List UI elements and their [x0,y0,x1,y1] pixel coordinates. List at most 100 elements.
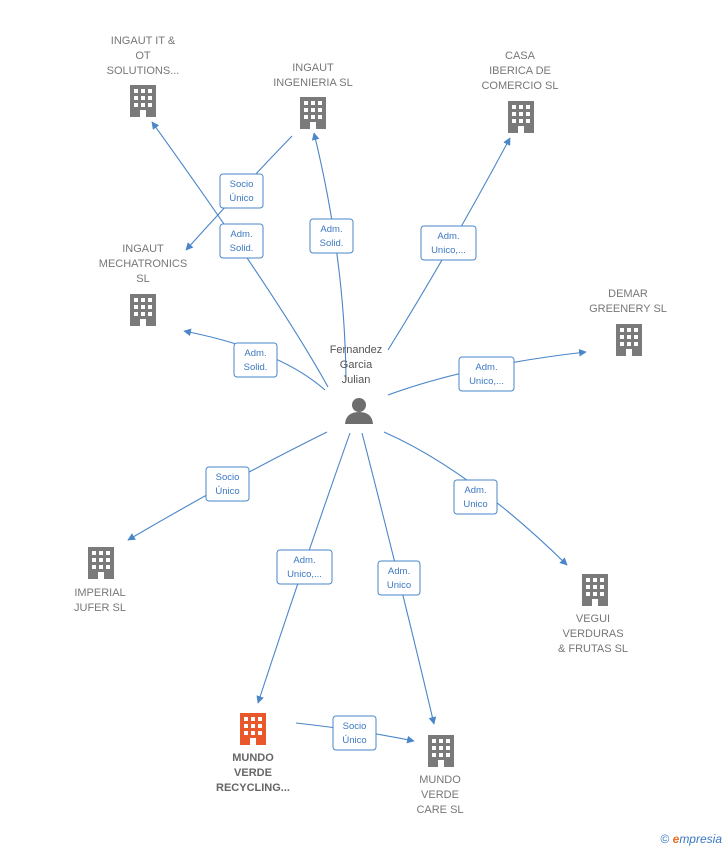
edge-arrow [311,132,347,381]
edge-role-box [453,479,498,515]
nodes-layer: INGAUT IT & OT SOLUTIONS... INGAUTINGENIERI… [74,35,667,816]
company-name-line: CARE SL [416,804,463,816]
edge-role-text: Socio [230,179,254,190]
company-name-line: VERDURAS [562,628,623,640]
company-name-line: VERDE [421,789,459,801]
company-node-recycling[interactable]: MUNDO VERDE RECYCLING... [216,713,290,794]
company-node-demar[interactable]: DEMAR GREENERY SL [589,288,667,356]
company-name-line: VEGUI [576,613,610,625]
edge-vegui: Adm. Unico [383,431,568,566]
company-name-line: IBERICA DE [489,65,551,77]
edge-role-box [219,223,264,259]
edge-role-text: Adm. [244,348,266,359]
building-icon [130,294,156,326]
edge-role-text: Único [215,486,239,497]
person-name-line: Julian [342,374,371,386]
building-icon [508,101,534,133]
edge-role-text: Solid. [230,243,254,254]
edge-role-label[interactable]: Adm. Solid. [233,342,278,378]
building-icon [130,85,156,117]
edge-role-box [219,173,264,209]
person-name-line: Fernandez [330,344,383,356]
person-icon [345,398,373,424]
edge-role-label[interactable]: Adm. Solid. [219,223,264,259]
building-icon [300,97,326,129]
edge-it: Adm. Solid. [151,121,329,388]
edge-role-text: Adm. [475,362,497,373]
edge-role-box [377,560,421,596]
person-name-line: Garcia [340,359,373,371]
building-icon [240,713,266,745]
edge-role-box [420,225,477,261]
company-name-line: INGAUT [122,243,164,255]
edge-casa: Adm. Unico,... [387,137,511,351]
edge-role-text: Adm. [293,555,315,566]
edge-care: Adm. Unico [361,432,437,725]
company-name-line: COMERCIO SL [481,80,558,92]
edge-role-text: Socio [343,721,367,732]
company-name-line: MECHATRONICS [99,258,187,270]
edge-role-text: Único [229,193,253,204]
company-name-line: SL [136,273,149,285]
company-name-line: RECYCLING... [216,782,290,794]
company-node-casa[interactable]: CASA IBERICA DE COMERCIO SL [481,50,559,133]
edge-role-text: Unico,... [431,245,466,256]
company-node-mechatronics[interactable]: INGAUT MECHATRONICS SL [99,243,187,326]
edge-role-text: Solid. [320,238,344,249]
company-name-line: & FRUTAS SL [558,643,628,655]
edge-role-label[interactable]: Adm. Unico [377,560,421,596]
edge-role-box [458,356,515,392]
edge-role-label[interactable]: Adm.Unico,... [276,549,333,585]
company-name-line: SOLUTIONS... [107,65,180,77]
company-name-line: GREENERY SL [589,303,667,315]
edge-demar: Adm.Unico,... [387,348,587,396]
edge-role-text: Unico [463,499,487,510]
building-icon [428,735,454,767]
edge-role-text: Unico [387,580,411,591]
edge-role-text: Adm. [437,231,459,242]
brand-logo-initial: e [672,832,680,846]
edge-role-text: Solid. [244,362,268,373]
brand-name: mpresia [679,832,722,846]
edge-role-label[interactable]: Adm.Solid. [309,218,354,254]
edge-role-label[interactable]: Adm.Unico,... [458,356,515,392]
company-name-line: CASA [505,50,536,62]
edge-role-label[interactable]: Adm. Unico [453,479,498,515]
edge-role-text: Único [342,735,366,746]
edge-role-text: Adm. [388,566,410,577]
edge-ing: Adm.Solid. [309,132,354,381]
edge-role-box [233,342,278,378]
edge-arrow [151,121,329,388]
company-name-line: MUNDO [232,752,274,764]
building-icon [88,547,114,579]
edges-layer: Adm.Solid.Adm.Solid.SocioÚnicoAdm.Unico,… [127,121,587,751]
building-icon [616,324,642,356]
company-name-line: MUNDO [419,774,461,786]
company-name-line: DEMAR [608,288,648,300]
edge-role-label[interactable]: Adm. Unico,... [420,225,477,261]
copyright-symbol: © [660,832,670,846]
company-node-ingaut-it[interactable]: INGAUT IT & OT SOLUTIONS... [107,35,180,117]
edge-role-text: Adm. [230,229,252,240]
company-name-line: INGAUT IT & [111,35,176,47]
edge-role-box [332,715,377,751]
edge-role-text: Adm. [464,485,486,496]
company-name-line: VERDE [234,767,272,779]
footer-brand: © empresia [660,832,722,846]
edge-mech: Adm. Solid. [183,328,326,391]
company-name-line: JUFER SL [74,602,126,614]
company-node-vegui[interactable]: VEGUI VERDURAS & FRUTAS SL [558,574,628,655]
company-node-care[interactable]: MUNDO VERDE CARE SL [416,735,464,816]
edge-role-text: Socio [216,472,240,483]
company-name-line: OT [135,50,151,62]
edge-recycling: Adm.Unico,... [256,432,351,704]
